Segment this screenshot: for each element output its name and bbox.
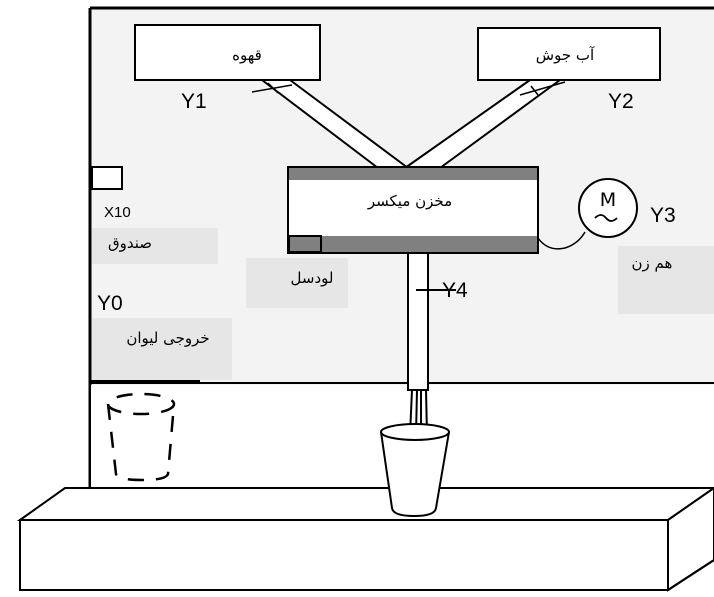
pipe-coffee: [251, 79, 409, 169]
base-top: [16, 487, 714, 521]
filled-cup: [380, 423, 450, 518]
valve-y2-mark: [519, 81, 566, 96]
mixer-tank-label: مخزن میکسر: [367, 192, 452, 210]
output-y2-label: Y2: [608, 90, 634, 113]
box-label: صندوق: [108, 234, 152, 252]
base-front: [19, 519, 669, 591]
coffee-tank: [134, 24, 321, 81]
mixer-bottom-band: [289, 236, 537, 252]
outlet-pipe: [407, 252, 429, 391]
motor-symbol: M: [600, 189, 616, 211]
pipe-hot-water: [404, 79, 566, 169]
output-y3-label: Y3: [650, 204, 676, 227]
mixer-top-band: [289, 168, 537, 180]
cup-exit-label-background: [92, 318, 232, 380]
motor-wave-icon: [594, 214, 618, 222]
valve-y1-mark: [251, 82, 293, 94]
input-x10-label: X10: [104, 204, 131, 221]
output-y0-label: Y0: [97, 292, 123, 315]
level-sensor-label-box: [246, 258, 348, 308]
output-y1-label: Y1: [181, 90, 207, 113]
box-label-background: [92, 228, 218, 264]
motor-circle: [578, 178, 638, 238]
hot-water-tank-label: آب جوش: [536, 46, 595, 64]
base-right-fill-line: [667, 559, 714, 591]
level-sensor-box: [288, 235, 322, 253]
motor-label-box: [618, 246, 714, 314]
motor-label: هم زن: [632, 254, 673, 272]
coffee-tank-label: قهوه: [232, 46, 262, 64]
cup-exit-label: خروجی لیوان: [126, 329, 209, 347]
output-y4-label: Y4: [442, 279, 468, 302]
motor-cable: [537, 231, 586, 250]
box-sensor-square: [91, 166, 123, 190]
level-sensor-label: لودسل: [291, 269, 334, 287]
hot-water-tank: [477, 27, 661, 81]
empty-cup-dashed: [106, 392, 176, 482]
